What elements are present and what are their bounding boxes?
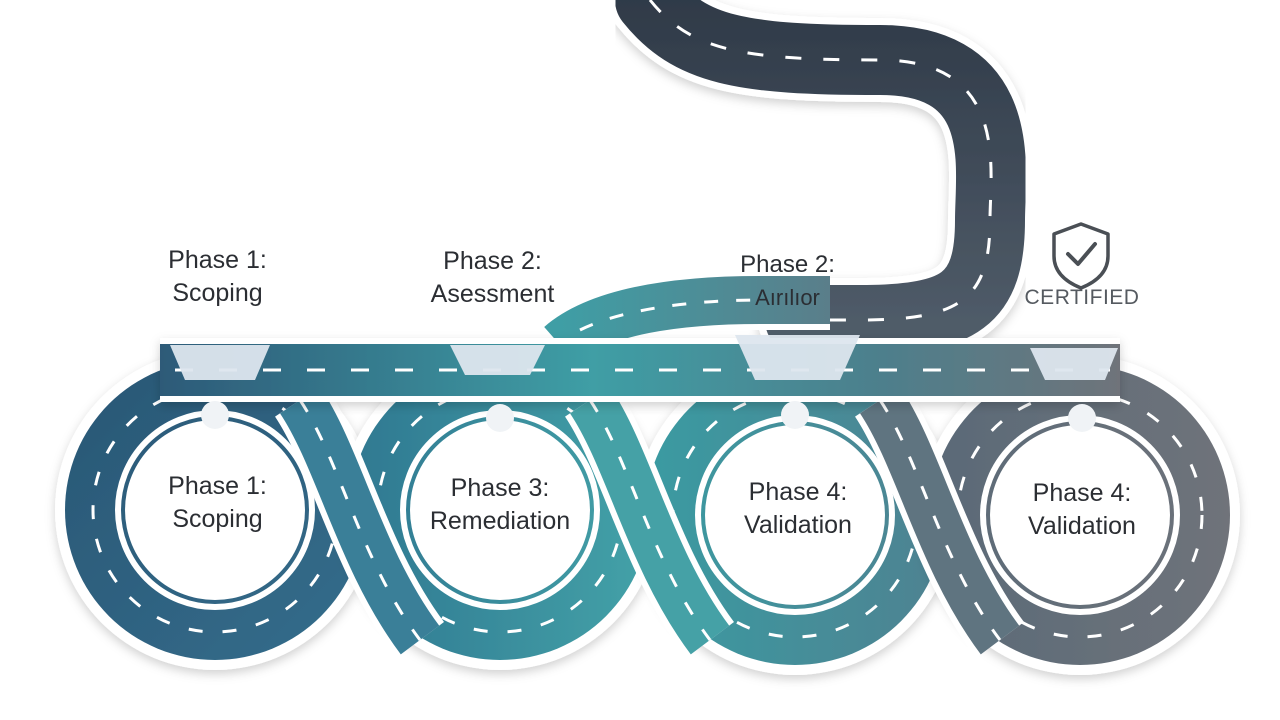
top-label-2-subtitle: Asessment	[430, 280, 555, 308]
shield-check-icon	[1052, 222, 1110, 290]
top-label-1: Phase 1: Scoping	[140, 244, 295, 310]
teal-bridge-road	[540, 270, 830, 369]
winding-road-top	[608, 0, 1034, 362]
top-label-3-title: Phase 2:	[740, 251, 835, 278]
loop-label-3: Phase 4: Validation	[718, 476, 878, 542]
loop-label-2-title: Phase 3:	[450, 474, 550, 502]
top-label-2-title: Phase 2:	[443, 247, 542, 275]
loop-label-1: Phase 1: Scoping	[140, 470, 295, 536]
loop-label-2-subtitle: Remediation	[429, 507, 571, 535]
checkpoint-gates	[170, 335, 1118, 380]
loop-label-3-subtitle: Validation	[744, 511, 852, 539]
loop-label-4: Phase 4: Validation	[1002, 477, 1162, 543]
loop-label-2: Phase 3: Remediation	[410, 472, 590, 538]
loop-label-3-title: Phase 4:	[748, 478, 848, 506]
top-label-3: Phase 2: Aırılıor	[710, 248, 865, 314]
certified-label: CERTIFIED	[1024, 286, 1140, 309]
milestone-markers	[201, 401, 1096, 432]
top-label-1-subtitle: Scoping	[172, 279, 263, 307]
top-label-2: Phase 2: Asessment	[405, 245, 580, 311]
loop-label-1-title: Phase 1:	[168, 472, 267, 500]
crossing-roads	[274, 383, 1025, 658]
loop-label-4-title: Phase 4:	[1032, 479, 1132, 507]
loop-label-1-subtitle: Scoping	[172, 505, 263, 533]
spine-road	[160, 338, 1120, 402]
top-label-1-title: Phase 1:	[168, 246, 267, 274]
top-label-3-subtitle: Aırılıor	[755, 285, 820, 310]
loop-label-4-subtitle: Validation	[1028, 512, 1136, 540]
